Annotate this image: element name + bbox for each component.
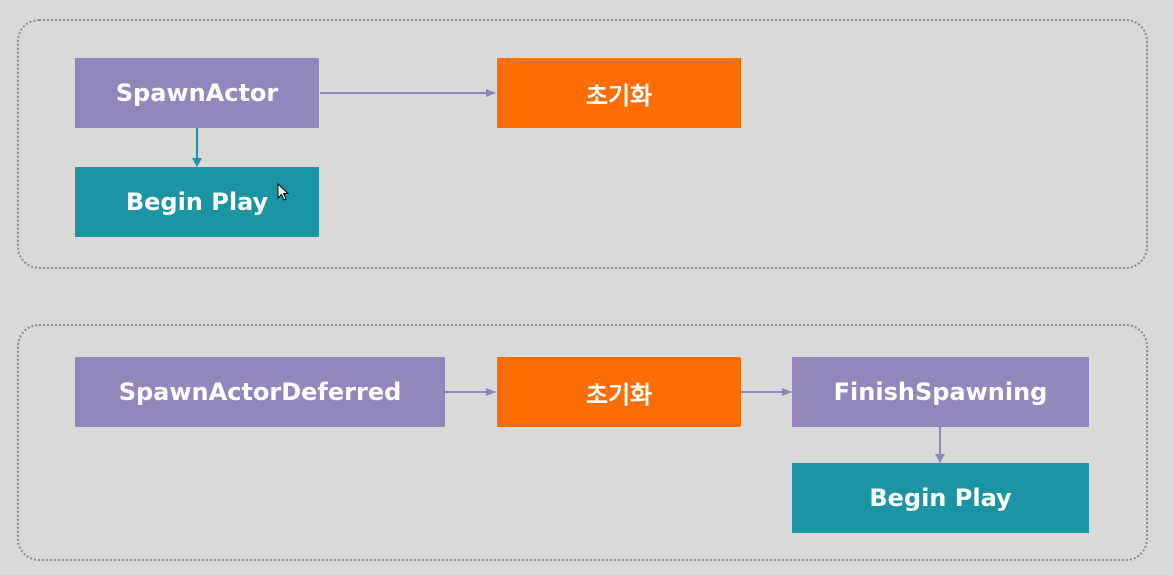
spawn-actor-node: SpawnActor — [75, 58, 319, 128]
top-panel — [17, 19, 1148, 269]
init-node-top: 초기화 — [497, 58, 741, 128]
finish-spawning-node: FinishSpawning — [792, 357, 1089, 427]
spawn-actor-deferred-node: SpawnActorDeferred — [75, 357, 445, 427]
begin-play-node-top: Begin Play — [75, 167, 319, 237]
begin-play-node-bottom: Begin Play — [792, 463, 1089, 533]
mouse-cursor-icon — [277, 183, 289, 201]
bottom-panel — [17, 324, 1148, 561]
init-node-bottom: 초기화 — [497, 357, 741, 427]
